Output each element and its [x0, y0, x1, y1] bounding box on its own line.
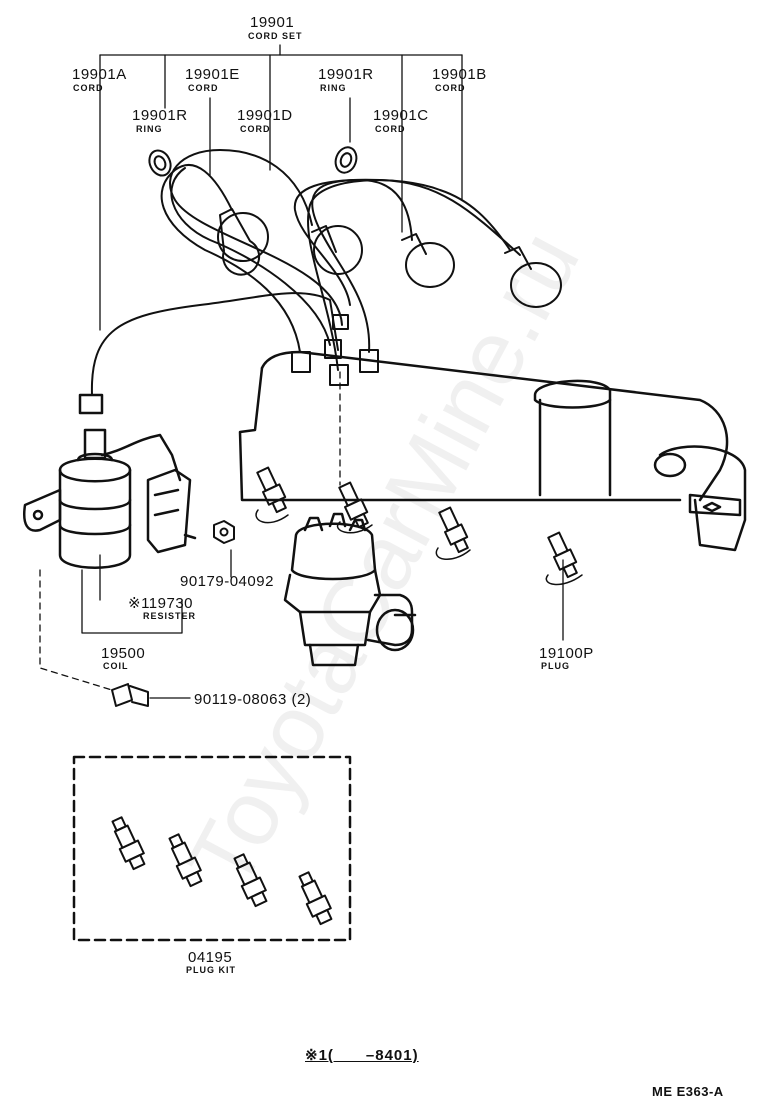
cord-e-name: CORD — [188, 83, 219, 93]
cord-set-name: CORD SET — [248, 31, 303, 41]
engine-head — [238, 350, 747, 552]
diagram-code: ME E363-A — [652, 1084, 724, 1099]
bolt-number: 90119-08063 (2) — [194, 691, 312, 708]
ring-right-name: RING — [320, 83, 347, 93]
cord-a-number: 19901A — [72, 66, 127, 83]
coil-name: COIL — [103, 661, 129, 671]
cord-e-number: 19901E — [185, 66, 240, 83]
plug-name: PLUG — [541, 661, 571, 671]
ring-left-name: RING — [136, 124, 163, 134]
plug-number: 19100P — [539, 645, 594, 662]
ignition-coil — [23, 393, 182, 569]
cord-c-name: CORD — [375, 124, 406, 134]
installed-spark-plugs — [255, 466, 583, 586]
ring-left-number: 19901R — [132, 107, 188, 124]
leader-lines — [39, 44, 564, 942]
plug-kit-number: 04195 — [188, 949, 233, 966]
plug-kit-name: PLUG KIT — [186, 965, 236, 975]
resister-name: RESISTER — [143, 611, 197, 621]
resister-number: ※119730 — [128, 595, 194, 612]
cord-b-name: CORD — [435, 83, 466, 93]
cord-d-number: 19901D — [237, 107, 293, 124]
cord-a-name: CORD — [73, 83, 104, 93]
ring-right-number: 19901R — [318, 66, 374, 83]
resistor — [146, 468, 197, 554]
cord-b-number: 19901B — [432, 66, 487, 83]
ignition-cords — [90, 149, 521, 396]
cord-rings — [148, 146, 358, 177]
bolt — [111, 683, 149, 707]
footnote: ※1( –8401) — [305, 1047, 419, 1064]
nut — [213, 520, 235, 544]
distributor — [283, 512, 417, 667]
cord-d-name: CORD — [240, 124, 271, 134]
cord-c-number: 19901C — [373, 107, 429, 124]
plug-kit-plugs — [111, 816, 333, 926]
distributor-caps — [217, 208, 562, 308]
head-boots — [291, 314, 379, 386]
nut-number: 90179-04092 — [180, 573, 274, 590]
coil-number: 19500 — [101, 645, 146, 662]
cord-set-number: 19901 — [250, 14, 295, 31]
